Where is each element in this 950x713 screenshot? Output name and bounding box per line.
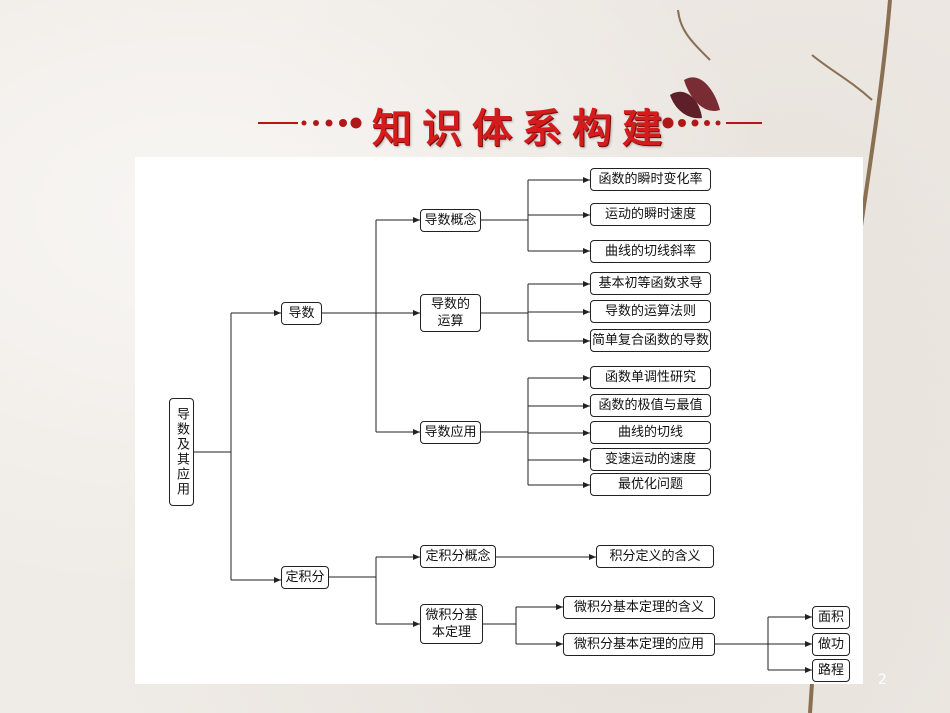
diagram-panel	[135, 157, 863, 684]
node-jf-dingli: 微积分基本定理	[420, 604, 483, 644]
title-right-dots	[662, 117, 721, 129]
node-app1: 面积	[812, 606, 850, 629]
node-app2: 做功	[812, 633, 850, 656]
node-leaf9: 曲线的切线	[590, 421, 711, 444]
node-yingyong: 导数应用	[420, 421, 481, 444]
page-number: 2	[878, 672, 887, 688]
node-leaf1: 函数的瞬时变化率	[590, 168, 711, 191]
title-left-line	[258, 122, 298, 124]
node-leaf7: 函数单调性研究	[590, 366, 711, 389]
page-title: 知识体系构建	[372, 106, 672, 152]
title-bar: 知识体系构建	[0, 92, 950, 152]
node-jf-leaf3: 微积分基本定理的应用	[563, 633, 715, 656]
node-jf-leaf2: 微积分基本定理的含义	[563, 596, 715, 619]
node-jf-gainian: 定积分概念	[420, 545, 496, 568]
node-leaf4: 基本初等函数求导	[590, 272, 711, 295]
node-leaf3: 曲线的切线斜率	[590, 240, 711, 263]
title-right-line	[726, 122, 762, 124]
node-root: 导数及其应用	[169, 398, 194, 506]
node-leaf10: 变速运动的速度	[590, 448, 711, 471]
node-leaf11: 最优化问题	[590, 473, 711, 496]
node-jf-leaf1: 积分定义的含义	[596, 545, 714, 568]
node-leaf2: 运动的瞬时速度	[590, 203, 711, 226]
node-dingjifen: 定积分	[281, 566, 329, 589]
node-gainian: 导数概念	[420, 209, 481, 232]
node-yunsuan: 导数的运算	[420, 294, 481, 332]
node-leaf8: 函数的极值与最值	[590, 394, 711, 417]
node-daoshu: 导数	[281, 302, 322, 325]
title-left-dots	[301, 117, 362, 129]
node-leaf6: 简单复合函数的导数	[590, 329, 711, 352]
node-leaf5: 导数的运算法则	[590, 300, 711, 323]
node-app3: 路程	[812, 659, 850, 682]
